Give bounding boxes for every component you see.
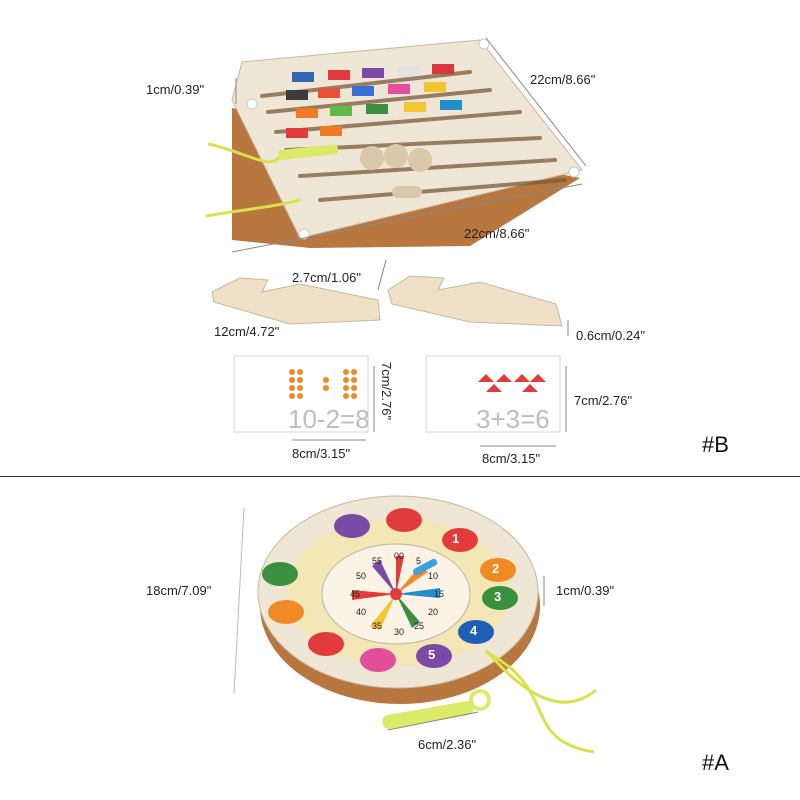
section-b-tag: #B bbox=[702, 432, 729, 457]
clock-magnet-pen bbox=[382, 701, 474, 729]
dial-55: 55 bbox=[372, 556, 383, 566]
magnet-pen-cord bbox=[205, 198, 301, 218]
dim-board-side-bottom: 22cm/8.66" bbox=[464, 226, 530, 241]
dial-10: 10 bbox=[428, 571, 439, 581]
maze-cutout bbox=[408, 148, 432, 172]
dim-pen-width: 2.7cm/1.06" bbox=[292, 270, 361, 285]
wooden-pen-right bbox=[387, 275, 563, 327]
dial-40: 40 bbox=[356, 607, 367, 617]
card1-dots bbox=[289, 369, 357, 399]
wooden-pen-left bbox=[211, 277, 381, 325]
dim-diameter: 18cm/7.09" bbox=[146, 583, 212, 598]
dim-card1-width: 8cm/3.15" bbox=[292, 446, 351, 461]
section-a-tag: #A bbox=[702, 750, 729, 775]
dim-board-side-right: 22cm/8.66" bbox=[530, 72, 596, 87]
maze-slot bbox=[392, 186, 422, 198]
dim-depth: 1cm/0.39" bbox=[556, 583, 615, 598]
clock-pen-cord bbox=[485, 650, 595, 754]
dial-color-segments bbox=[352, 556, 440, 630]
clock-board-illustration bbox=[233, 495, 597, 754]
math-card-2 bbox=[425, 355, 561, 433]
dim-pen-thickness: 0.6cm/0.24" bbox=[576, 328, 645, 343]
dial-20: 20 bbox=[428, 607, 439, 617]
dim-card2-height: 7cm/2.76" bbox=[574, 393, 633, 408]
clock-number-2: 2 bbox=[492, 561, 500, 576]
dim-card1-height: 7cm/2.76" bbox=[379, 362, 394, 421]
dial-00: 00 bbox=[394, 551, 405, 561]
magnet-pen bbox=[278, 144, 339, 160]
maze-color-tiles bbox=[286, 64, 462, 138]
clock-number-5: 5 bbox=[428, 647, 436, 662]
card2-equation: 3+3=6 bbox=[476, 404, 550, 434]
section-divider bbox=[0, 476, 800, 477]
dim-pen-length: 12cm/4.72" bbox=[214, 324, 280, 339]
maze-cutout bbox=[384, 144, 408, 168]
dim-clock-pen-length: 6cm/2.36" bbox=[418, 737, 477, 752]
clock-number-3: 3 bbox=[494, 589, 502, 604]
card1-equation: 10-2=8 bbox=[288, 404, 370, 434]
clock-number-1: 1 bbox=[452, 531, 460, 546]
dial-5: 5 bbox=[416, 556, 422, 566]
clock-number-4: 4 bbox=[470, 623, 478, 638]
dial-30: 30 bbox=[394, 627, 405, 637]
dial-15: 15 bbox=[434, 589, 445, 599]
magnet-pen-cord bbox=[207, 142, 301, 164]
dial-25: 25 bbox=[414, 621, 425, 631]
clock-pen-cord bbox=[484, 649, 597, 704]
dim-board-depth: 1cm/0.39" bbox=[146, 82, 205, 97]
dim-card2-width: 8cm/3.15" bbox=[482, 451, 541, 466]
dial-35: 35 bbox=[372, 621, 383, 631]
maze-board-illustration bbox=[205, 37, 587, 447]
card2-triangles bbox=[478, 374, 546, 392]
maze-cutout bbox=[360, 146, 384, 170]
dial-50: 50 bbox=[356, 571, 367, 581]
dial-45: 45 bbox=[350, 589, 361, 599]
bead-pockets bbox=[262, 508, 518, 672]
